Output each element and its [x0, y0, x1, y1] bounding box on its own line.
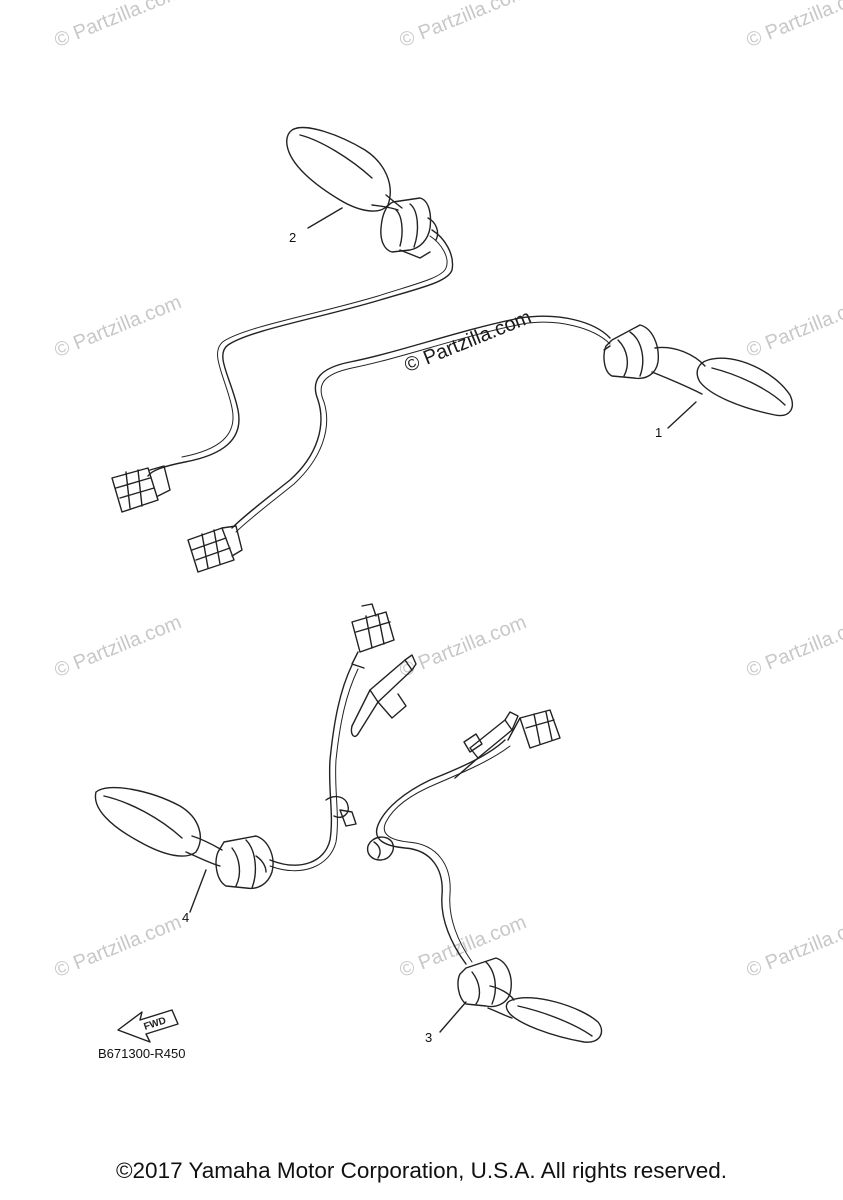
- diagram-part-code: B671300-R450: [98, 1046, 186, 1061]
- connector-lower-left: [187, 525, 243, 573]
- leader-line-4: [189, 869, 207, 913]
- wire-part-3: [375, 739, 506, 965]
- wire-part-1: [231, 315, 611, 529]
- fwd-arrow-icon: FWD: [117, 1009, 179, 1043]
- wire-clamp-right: [454, 711, 519, 779]
- callout-4: 4: [182, 910, 190, 925]
- turn-signal-part-2: [286, 126, 439, 259]
- callout-2: 2: [289, 230, 297, 245]
- leader-line-1: [667, 401, 697, 429]
- connector-upper-left: [111, 465, 171, 513]
- callout-1: 1: [655, 425, 663, 440]
- wire-part-2: [147, 229, 454, 477]
- connector-right: [507, 709, 561, 749]
- turn-signal-part-1: [603, 324, 793, 417]
- turn-signal-part-4: [94, 786, 274, 890]
- leader-line-3: [439, 1001, 467, 1033]
- leader-line-2: [307, 207, 343, 229]
- connector-top: [351, 603, 395, 669]
- copyright-footer: ©2017 Yamaha Motor Corporation, U.S.A. A…: [115, 1158, 728, 1183]
- wire-clip: [325, 795, 357, 827]
- wire-clamp-upper: [350, 654, 417, 738]
- wire-grommet: [366, 836, 394, 861]
- turn-signal-part-3: [457, 957, 603, 1043]
- wire-part-4: [269, 664, 353, 866]
- callout-3: 3: [425, 1030, 433, 1045]
